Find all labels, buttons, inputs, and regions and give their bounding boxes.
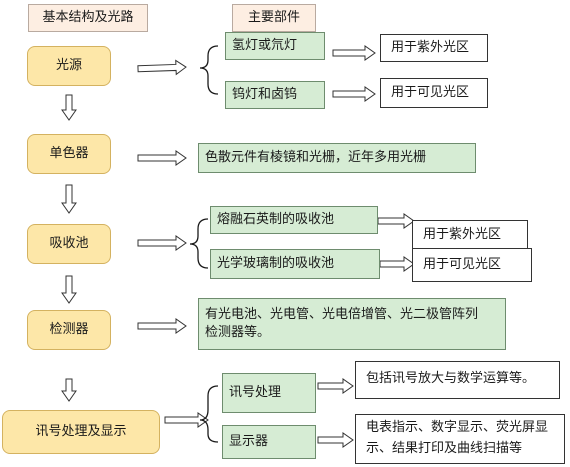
- component-label: 显示器: [229, 434, 269, 450]
- component-tungsten-lamp: 钨灯和卤钨: [225, 81, 325, 109]
- stage-label: 吸收池: [49, 236, 89, 252]
- component-glass-cell: 光学玻璃制的吸收池: [210, 249, 380, 279]
- components-header: 主要部件: [232, 4, 316, 32]
- arrow-signal: [164, 412, 209, 428]
- use-visible-region-cell: 用于可见光区: [412, 248, 532, 282]
- stage-detector: 检测器: [27, 310, 111, 350]
- stage-light-source: 光源: [27, 46, 111, 86]
- arrow-uv-lamp-use: [332, 45, 376, 61]
- structure-header-label: 基本结构及光路: [42, 10, 134, 26]
- arrow-uv-cell-use: [377, 213, 415, 229]
- detail-label: 包括讯号放大与数学运算等。: [366, 371, 536, 386]
- stage-label: 单色器: [49, 146, 89, 162]
- component-label: 光学玻璃制的吸收池: [217, 256, 335, 272]
- bracket-signal: [199, 385, 219, 443]
- use-visible-region-lamp: 用于可见光区: [380, 78, 488, 108]
- detail-signal-processing: 包括讯号放大与数学运算等。: [355, 361, 560, 399]
- components-header-label: 主要部件: [247, 10, 300, 26]
- stage-label: 光源: [55, 58, 82, 74]
- component-dispersion-element: 色散元件有棱镜和光栅，近年多用光栅: [198, 143, 476, 173]
- stage-monochromator: 单色器: [27, 134, 111, 174]
- component-label: 熔融石英制的吸收池: [217, 212, 335, 228]
- component-display: 显示器: [222, 425, 316, 459]
- component-hydrogen-lamp: 氢灯或氘灯: [225, 32, 325, 60]
- component-label: 讯号处理: [229, 385, 282, 401]
- arrow-down-3: [61, 275, 77, 304]
- bracket-light-source: [199, 45, 219, 95]
- use-label: 用于紫外光区: [391, 40, 470, 56]
- arrow-vis-cell-use: [379, 256, 415, 272]
- component-detector-types: 有光电池、光电管、光电倍增管、光二极管阵列 检测器等。: [198, 298, 506, 350]
- stage-absorption-cell: 吸收池: [27, 224, 111, 264]
- use-label: 用于紫外光区: [423, 227, 502, 243]
- arrow-display-detail: [317, 432, 354, 448]
- use-uv-region-cell: 用于紫外光区: [412, 220, 528, 250]
- detail-display: 电表指示、数字显示、荧光屏显示、结果打印及曲线扫描等: [355, 414, 565, 464]
- stage-label: 检测器: [49, 322, 89, 338]
- use-uv-region-lamp: 用于紫外光区: [380, 34, 488, 62]
- component-label-line2: 检测器等。: [205, 325, 271, 340]
- component-label: 钨灯和卤钨: [232, 87, 298, 103]
- component-signal-processing: 讯号处理: [222, 373, 316, 413]
- arrow-down-4: [61, 378, 77, 402]
- detail-label: 电表指示、数字显示、荧光屏显示、结果打印及曲线扫描等: [366, 420, 549, 456]
- arrow-light-source: [137, 59, 187, 76]
- stage-label: 讯号处理及显示: [35, 424, 127, 440]
- bracket-absorption-cell: [189, 218, 209, 269]
- arrow-detector: [137, 318, 187, 334]
- arrow-down-2: [61, 184, 77, 214]
- stage-signal-processing-display: 讯号处理及显示: [2, 410, 160, 454]
- component-label-line1: 有光电池、光电管、光电倍增管、光二极管阵列: [205, 307, 479, 323]
- arrow-monochromator: [137, 150, 187, 166]
- component-label: 氢灯或氘灯: [232, 38, 298, 54]
- structure-header: 基本结构及光路: [28, 4, 148, 32]
- arrow-vis-lamp-use: [332, 86, 376, 102]
- arrow-absorption-cell: [137, 235, 187, 251]
- use-label: 用于可见光区: [391, 85, 470, 101]
- component-quartz-cell: 熔融石英制的吸收池: [210, 206, 378, 234]
- component-label: 色散元件有棱镜和光栅，近年多用光栅: [205, 150, 427, 166]
- arrow-down-1: [61, 94, 77, 121]
- arrow-processing-detail: [317, 378, 354, 394]
- use-label: 用于可见光区: [423, 257, 502, 273]
